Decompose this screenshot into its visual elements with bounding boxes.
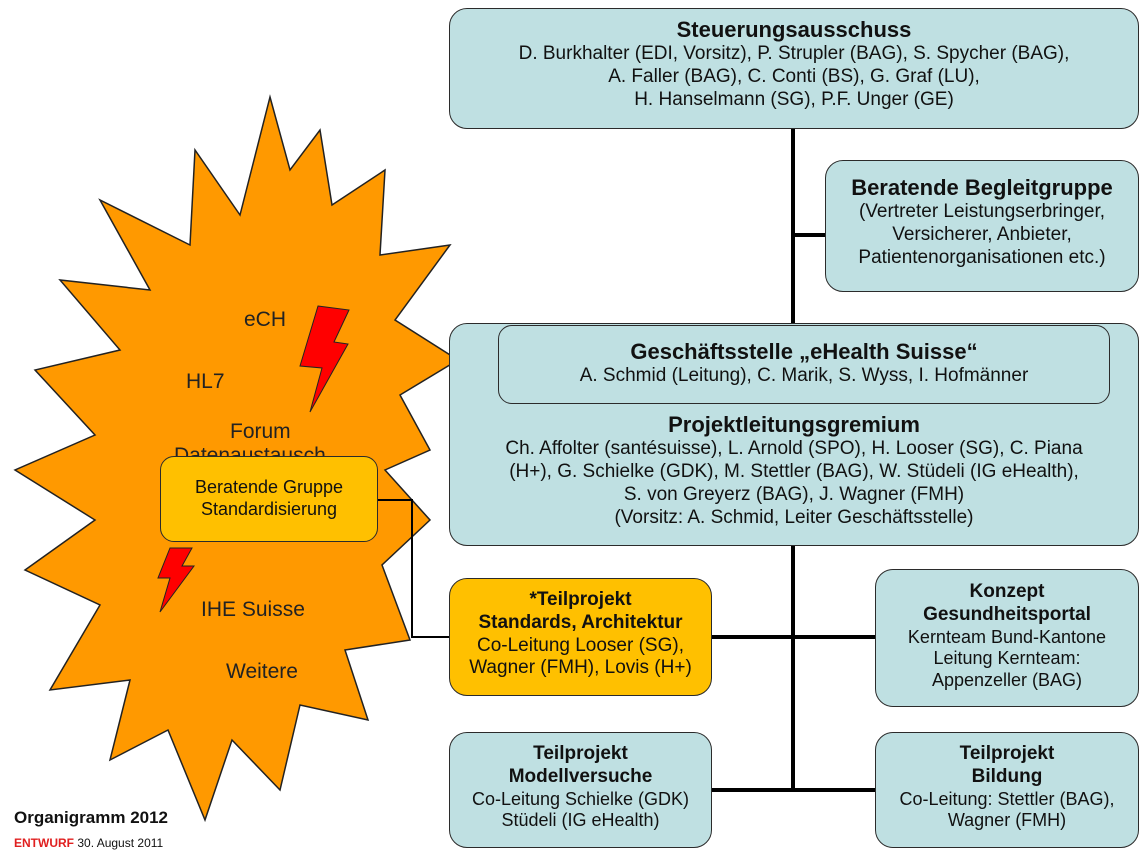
steering-committee-line: H. Hanselmann (SG), P.F. Unger (GE) bbox=[634, 88, 954, 110]
steering-committee-box: Steuerungsausschuss D. Burkhalter (EDI, … bbox=[449, 8, 1139, 129]
steering-committee-title: Steuerungsausschuss bbox=[676, 17, 912, 42]
subproject-education-box: Teilprojekt Bildung Co-Leitung: Stettler… bbox=[875, 732, 1139, 848]
office-line: A. Schmid (Leitung), C. Marik, S. Wyss, … bbox=[579, 365, 1029, 387]
subproject-pilots-box: Teilprojekt Modellversuche Co-Leitung Sc… bbox=[449, 732, 712, 848]
health-portal-line: Appenzeller (BAG) bbox=[931, 669, 1083, 690]
advisory-group-line: Patientenorganisationen etc.) bbox=[858, 246, 1106, 268]
advisory-group-line: Versicherer, Anbieter, bbox=[892, 224, 1072, 246]
subproject-standards-line: Co-Leitung Looser (SG), bbox=[477, 634, 684, 656]
office-title: Geschäftsstelle „eHealth Suisse“ bbox=[630, 339, 978, 364]
health-portal-box: Konzept Gesundheitsportal Kernteam Bund-… bbox=[875, 569, 1139, 707]
footer-subtitle: ENTWURF 30. August 2011 bbox=[14, 836, 163, 850]
draft-date: 30. August 2011 bbox=[77, 836, 164, 850]
standardization-group-box: Beratende Gruppe Standardisierung bbox=[160, 456, 378, 542]
project-board-line: (H+), G. Schielke (GDK), M. Stettler (BA… bbox=[509, 461, 1079, 483]
subproject-pilots-title: Teilprojekt bbox=[533, 743, 628, 764]
subproject-standards-line: Wagner (FMH), Lovis (H+) bbox=[469, 657, 692, 679]
project-board-line: Ch. Affolter (santésuisse), L. Arnold (S… bbox=[505, 438, 1083, 460]
burst-label-hl7: HL7 bbox=[186, 370, 225, 393]
subproject-education-title: Teilprojekt bbox=[959, 743, 1055, 764]
subproject-pilots-title: Modellversuche bbox=[508, 765, 653, 787]
advisory-group-box: Beratende Begleitgruppe (Vertreter Leist… bbox=[825, 160, 1139, 292]
standardization-group-line: Standardisierung bbox=[200, 498, 338, 519]
health-portal-line: Kernteam Bund-Kantone bbox=[907, 626, 1107, 647]
subproject-standards-box: *Teilprojekt Standards, Architektur Co-L… bbox=[449, 578, 712, 696]
office-box: Geschäftsstelle „eHealth Suisse“ A. Schm… bbox=[498, 325, 1110, 404]
subproject-standards-title: Standards, Architektur bbox=[478, 611, 683, 633]
health-portal-title: Gesundheitsportal bbox=[923, 603, 1091, 625]
burst-label-forum: Forum bbox=[230, 420, 291, 443]
health-portal-title: Konzept bbox=[969, 581, 1045, 602]
footer-title: Organigramm 2012 bbox=[14, 808, 169, 827]
subproject-education-title: Bildung bbox=[971, 765, 1043, 787]
advisory-group-title: Beratende Begleitgruppe bbox=[851, 175, 1113, 200]
steering-committee-line: A. Faller (BAG), C. Conti (BS), G. Graf … bbox=[608, 66, 980, 88]
lightning-bolt-icon bbox=[299, 305, 350, 413]
steering-committee-line: D. Burkhalter (EDI, Vorsitz), P. Struple… bbox=[518, 43, 1070, 65]
health-portal-line: Leitung Kernteam: bbox=[933, 648, 1081, 669]
lightning-bolt-icon bbox=[157, 547, 195, 613]
project-board-title: Projektleitungsgremium bbox=[668, 412, 920, 437]
subproject-pilots-line: Stüdeli (IG eHealth) bbox=[501, 810, 660, 831]
burst-label-weitere: Weitere bbox=[226, 660, 298, 683]
subproject-standards-title: *Teilprojekt bbox=[529, 589, 632, 610]
connector-standardization-group bbox=[378, 499, 449, 638]
subproject-pilots-line: Co-Leitung Schielke (GDK) bbox=[471, 788, 690, 809]
project-board-line: S. von Greyerz (BAG), J. Wagner (FMH) bbox=[623, 483, 965, 505]
draft-label: ENTWURF bbox=[14, 836, 74, 850]
burst-label-ihe-suisse: IHE Suisse bbox=[201, 598, 305, 621]
subproject-education-line: Wagner (FMH) bbox=[947, 810, 1067, 831]
standardization-group-line: Beratende Gruppe bbox=[194, 477, 344, 497]
advisory-group-line: (Vertreter Leistungserbringer, bbox=[858, 201, 1106, 223]
project-board-line: (Vorsitz: A. Schmid, Leiter Geschäftsste… bbox=[614, 506, 974, 528]
burst-label-ech: eCH bbox=[244, 308, 287, 331]
subproject-education-line: Co-Leitung: Stettler (BAG), bbox=[899, 788, 1115, 809]
